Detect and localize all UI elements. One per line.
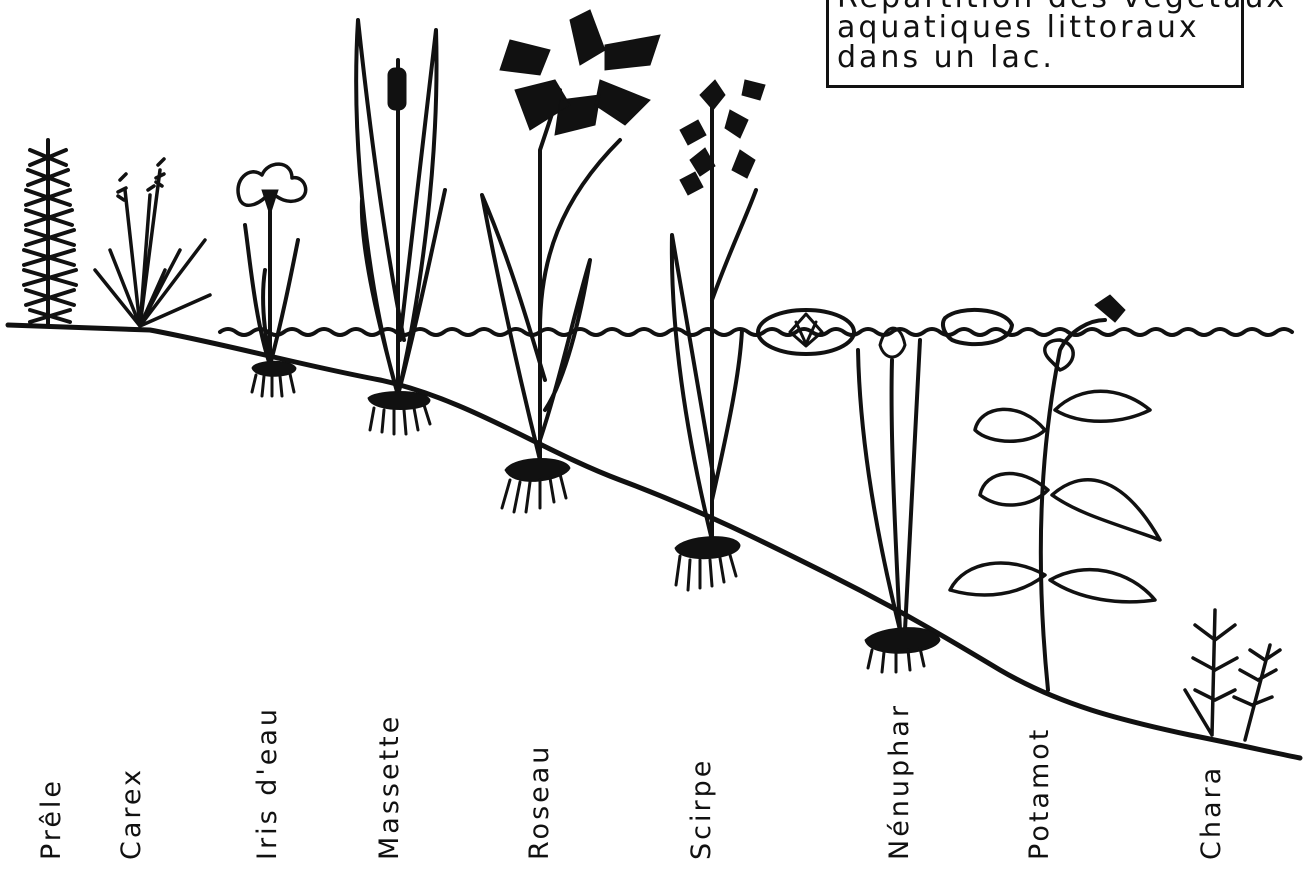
label-chara: Chara	[1196, 765, 1227, 860]
label-massette: Massette	[374, 714, 405, 860]
label-nenuphar: Nénuphar	[884, 703, 915, 860]
label-iris: Iris d'eau	[252, 706, 283, 860]
label-roseau: Roseau	[524, 744, 555, 860]
roseau-plant	[482, 10, 660, 512]
nenuphar-plant	[758, 310, 1012, 672]
label-prele: Prêle	[36, 778, 67, 860]
massette-plant	[356, 20, 445, 434]
label-potamot: Potamot	[1024, 727, 1055, 860]
carex-plant	[95, 159, 210, 326]
potamot-plant	[950, 295, 1160, 690]
label-carex: Carex	[116, 767, 147, 860]
plant-labels: Prêle Carex Iris d'eau Massette Roseau S…	[36, 703, 1227, 860]
chara-plant	[1185, 610, 1280, 740]
prele-plant	[24, 140, 76, 325]
label-scirpe: Scirpe	[686, 758, 717, 860]
